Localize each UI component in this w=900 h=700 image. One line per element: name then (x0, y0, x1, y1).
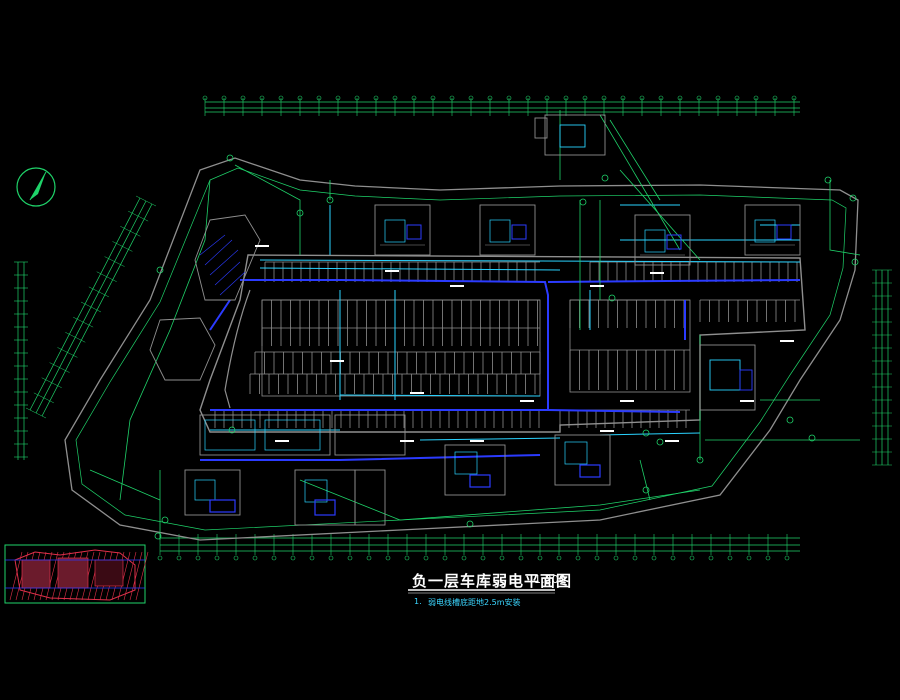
building-cores (374, 204, 801, 266)
site-boundary-inner (75, 167, 847, 531)
bottom-building-blue (209, 464, 601, 516)
device-labels (255, 245, 794, 442)
bottom-dimension-chain (160, 537, 800, 552)
diagonal-dimension-ticks (25, 195, 157, 419)
cable-routes (200, 279, 801, 461)
key-plan (4, 544, 149, 604)
title-underline (408, 589, 555, 594)
garage-outline (199, 254, 806, 433)
left-building (149, 214, 261, 381)
right-dimension-chain (875, 270, 889, 465)
site-boundary (64, 157, 859, 541)
grid-bubbles (154, 154, 859, 540)
drawing-scale: 1:200 (534, 573, 566, 586)
bottom-dimension-ticks (157, 534, 790, 561)
ramp-curve (224, 289, 251, 409)
left-dimension-ticks (14, 261, 28, 458)
green-wiring (89, 110, 861, 540)
drawing-title: 负一层车库弱电平面图 (412, 572, 573, 590)
right-building (699, 344, 756, 411)
drawing-note: 弱电线槽底距地2.5m安装 (428, 598, 521, 607)
cyan-routes (210, 204, 801, 441)
top-dimension-ticks (202, 95, 797, 116)
top-dimension-chain (205, 101, 800, 113)
parking-stalls (214, 261, 800, 428)
left-building-hatch (199, 234, 246, 296)
top-building (534, 114, 606, 156)
bottom-buildings (184, 414, 611, 526)
right-dimension-ticks (872, 269, 892, 466)
left-dimension-chain (17, 262, 25, 460)
bottom-building-details (194, 419, 588, 503)
north-arrow-icon (16, 167, 56, 207)
note-number: 1. (414, 597, 422, 606)
